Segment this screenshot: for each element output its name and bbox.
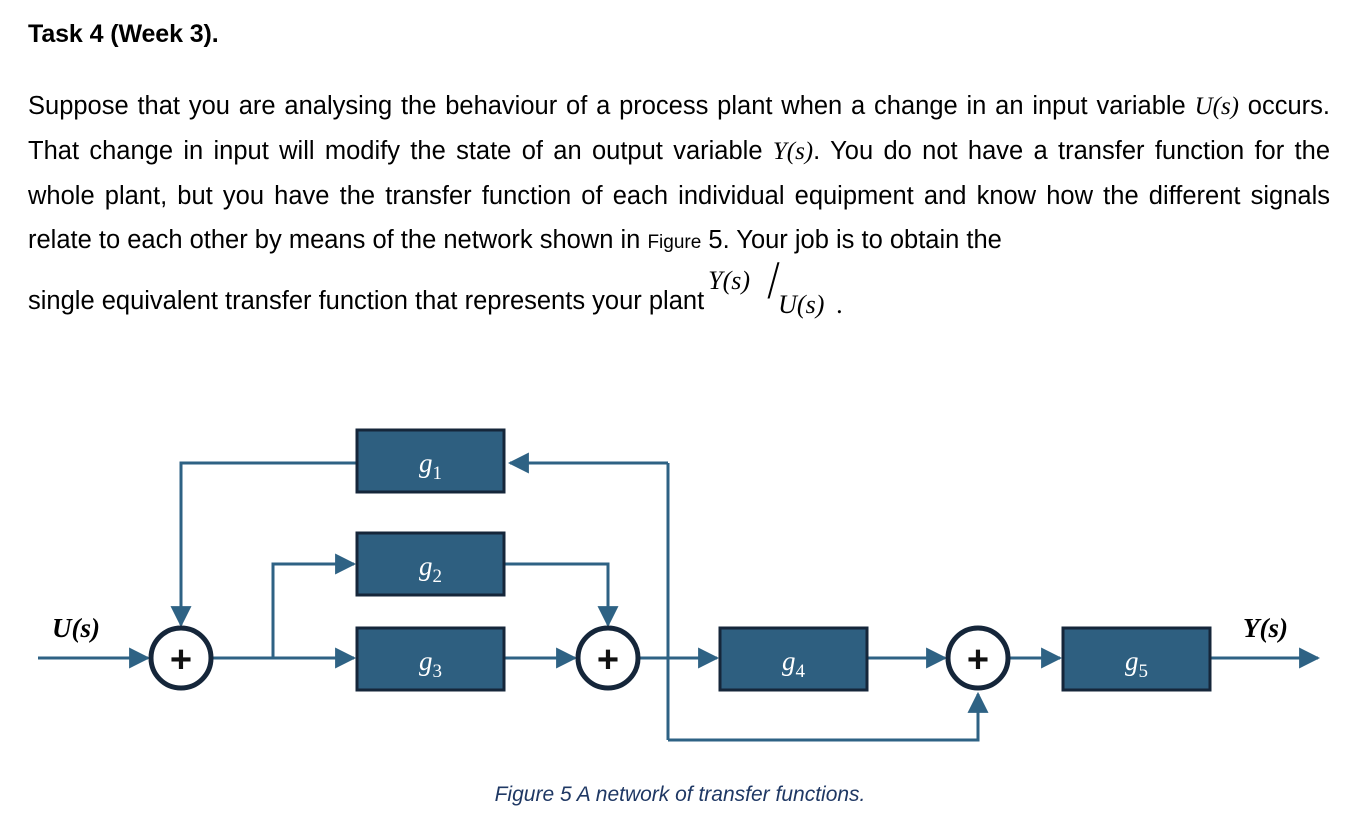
block-g2-label: g2: [419, 551, 442, 587]
block-g3-rect[interactable]: [355, 626, 506, 692]
block-g1-label: g1: [419, 448, 442, 484]
summing-junction-3-plus: +: [967, 639, 989, 681]
body-paragraph: Suppose that you are analysing the behav…: [28, 84, 1330, 323]
summing-junction-2[interactable]: +: [575, 625, 641, 691]
fraction-denominator: U(s): [778, 290, 825, 319]
paragraph-segment-4: 5. Your job is to obtain the: [701, 226, 1002, 254]
connector-branch-to-g2: [271, 553, 357, 658]
block-diagram-svg: g1 g2 g3: [38, 428, 1321, 742]
paragraph-segment-1: Suppose that you are analysing the behav…: [28, 92, 1195, 120]
block-g2-rect[interactable]: [355, 531, 506, 597]
block-g1-sub: 1: [433, 463, 443, 484]
block-g5[interactable]: g5: [1061, 626, 1212, 692]
math-var-u-inline: U(s): [1194, 93, 1239, 120]
summing-junction-2-plus: +: [597, 639, 619, 681]
summing-junction-3[interactable]: +: [945, 625, 1011, 691]
connector-g1-to-sum1: [170, 461, 357, 628]
summing-junction-1[interactable]: +: [148, 625, 214, 691]
fraction-numerator: Y(s): [708, 266, 751, 295]
input-signal-label: U(s): [52, 613, 100, 643]
connector-g2-to-sum2: [504, 562, 619, 628]
connector-feedforward-to-sum3: [668, 691, 989, 742]
block-g4-base: g: [782, 646, 796, 676]
fraction-trailing-period: .: [836, 290, 843, 319]
summing-junction-1-circle[interactable]: [148, 625, 214, 691]
block-g3-label: g3: [419, 646, 442, 682]
paragraph-last-line: single equivalent transfer function that…: [28, 253, 1330, 323]
connector-lines: [38, 452, 1321, 742]
transfer-function-blocks: g1 g2 g3: [355, 428, 1212, 692]
fraction-slash: /: [767, 250, 780, 310]
figure-block-diagram: g1 g2 g3: [0, 405, 1360, 765]
block-g5-sub: 5: [1139, 661, 1149, 682]
block-g1-rect[interactable]: [355, 428, 506, 494]
summing-junction-3-circle[interactable]: [945, 625, 1011, 691]
block-g2-base: g: [419, 551, 433, 581]
block-g5-rect[interactable]: [1061, 626, 1212, 692]
block-g4-label: g4: [782, 646, 806, 682]
block-g3[interactable]: g3: [355, 626, 506, 692]
block-g1-base: g: [419, 448, 433, 478]
output-signal-label: Y(s): [1243, 613, 1288, 643]
transfer-function-fraction: Y(s) / U(s) .: [708, 253, 843, 321]
block-g3-sub: 3: [433, 661, 443, 682]
block-g1[interactable]: g1: [355, 428, 506, 494]
block-g4-rect[interactable]: [718, 626, 869, 692]
block-g3-base: g: [419, 646, 433, 676]
summing-junction-2-circle[interactable]: [575, 625, 641, 691]
block-g4[interactable]: g4: [718, 626, 869, 692]
page-title: Task 4 (Week 3).: [28, 20, 219, 48]
math-var-y-inline: Y(s): [772, 138, 814, 165]
block-g2[interactable]: g2: [355, 531, 506, 597]
paragraph-segment-3: . You do not have a transfer function fo…: [28, 137, 1330, 254]
summing-junctions: + + +: [148, 625, 1011, 691]
block-g5-base: g: [1125, 646, 1139, 676]
paragraph-segment-5: single equivalent transfer function that…: [28, 287, 705, 315]
summing-junction-1-plus: +: [170, 639, 192, 681]
figure-word: Figure: [647, 232, 702, 253]
paragraph-segment-2: occurs. That change in input will modify…: [28, 92, 1330, 165]
block-g2-sub: 2: [433, 566, 443, 587]
block-g4-sub: 4: [796, 661, 806, 682]
block-g5-label: g5: [1125, 646, 1148, 682]
figure-caption: Figure 5 A network of transfer functions…: [494, 783, 866, 806]
